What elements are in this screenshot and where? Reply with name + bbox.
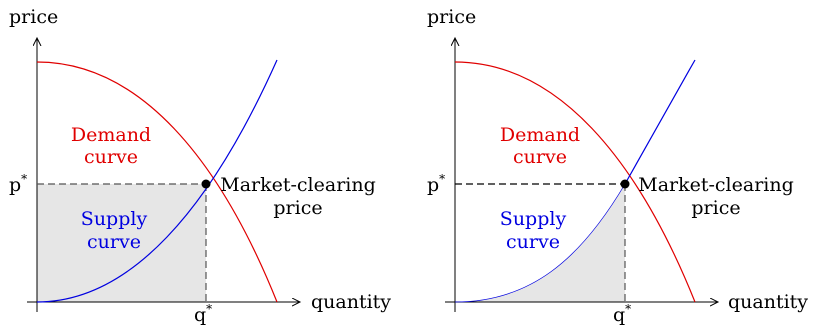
equilibrium-label-line2: price <box>691 197 740 219</box>
supply-curve <box>36 59 278 303</box>
demand-curve-label-line1: Demand <box>71 124 151 146</box>
equilibrium-label-line1: Market-clearing <box>638 174 794 196</box>
x-axis-label: quantity <box>728 291 808 313</box>
demand-curve <box>36 61 278 303</box>
quantity-star-label: q* <box>194 302 212 326</box>
price-star-label: p* <box>427 172 445 196</box>
consumer-surplus-shade <box>37 184 206 302</box>
supply-curve-label-line1: Supply <box>500 208 567 230</box>
supply-curve-label-line1: Supply <box>81 208 148 230</box>
supply-curve-label-line2: curve <box>87 231 141 253</box>
quantity-star-label: q* <box>613 302 631 326</box>
panel-left: price quantity p* q* Demand curve Supply… <box>9 6 391 326</box>
panel-right: price quantity p* q* Demand curve Supply… <box>427 6 808 326</box>
supply-curve-lower <box>454 183 626 303</box>
supply-curve-label-line2: curve <box>506 231 560 253</box>
equilibrium-label-line2: price <box>273 197 322 219</box>
demand-curve <box>454 61 696 303</box>
equilibrium-point <box>620 179 630 189</box>
demand-curve-label-line1: Demand <box>500 124 580 146</box>
price-star-label: p* <box>9 172 27 196</box>
y-axis-label: price <box>9 6 58 28</box>
demand-curve-label-line2: curve <box>513 146 567 168</box>
y-axis-label: price <box>427 6 476 28</box>
equilibrium-label-line1: Market-clearing <box>220 174 376 196</box>
supply-curve-upper <box>624 59 696 185</box>
producer-surplus-shade <box>455 184 625 302</box>
x-axis-label: quantity <box>311 291 391 313</box>
demand-curve-label-line2: curve <box>84 146 138 168</box>
equilibrium-point <box>201 179 211 189</box>
